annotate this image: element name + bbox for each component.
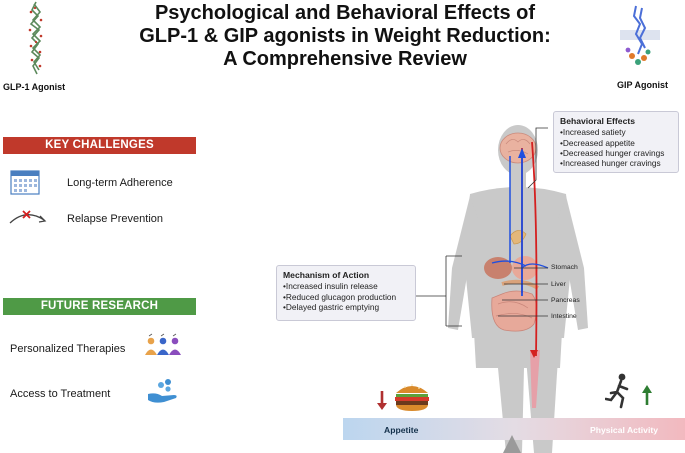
mechanism-item: Reduced glucagon production — [283, 292, 409, 302]
arrow-up-icon — [642, 385, 652, 405]
physical-activity-label: Physical Activity — [590, 425, 658, 435]
runner-icon — [605, 373, 629, 409]
fulcrum-triangle — [503, 435, 521, 453]
long-term-adherence-label: Long-term Adherence — [67, 177, 173, 189]
access-to-treatment-label: Access to Treatment — [10, 388, 111, 400]
pancreas-organ — [501, 279, 540, 290]
title-line-3: A Comprehensive Review — [223, 48, 467, 70]
people-group-icon — [145, 333, 181, 355]
future-research-banner: FUTURE RESEARCH — [3, 298, 196, 315]
relapse-prevention-label: Relapse Prevention — [67, 213, 164, 225]
figure-title: Psychological and Behavioral Effects of … — [110, 2, 580, 71]
mechanism-item: Delayed gastric emptying — [283, 302, 409, 312]
intestine-organ — [491, 290, 537, 332]
gip-molecule-icon — [620, 5, 660, 65]
behavioral-effects-box: Behavioral Effects Increased satiety Dec… — [553, 111, 679, 173]
helping-hand-icon — [148, 379, 177, 403]
calendar-icon — [10, 170, 40, 195]
burger-icon — [395, 384, 429, 411]
behavioral-effects-heading: Behavioral Effects — [560, 116, 635, 126]
balance-scale-bar — [343, 418, 685, 440]
liver-organ — [484, 257, 512, 279]
behavioral-effect-item: Increased hunger cravings — [560, 158, 672, 168]
gip-agonist-label: GIP Agonist — [617, 80, 669, 90]
mechanism-heading: Mechanism of Action — [283, 270, 370, 280]
glp1-agonist-label: GLP-1 Agonist — [3, 82, 66, 92]
glp1-molecule-icon — [28, 1, 43, 75]
personalized-therapies-label: Personalized Therapies — [10, 343, 126, 355]
behavioral-effect-item: Decreased hunger cravings — [560, 148, 672, 158]
behavioral-effect-item: Decreased appetite — [560, 138, 672, 148]
behavioral-effect-item: Increased satiety — [560, 127, 672, 137]
arrow-down-icon — [377, 391, 387, 410]
appetite-label: Appetite — [384, 425, 419, 435]
intestine-label: Intestine — [551, 313, 577, 320]
organ-pathway-diagram — [484, 132, 549, 408]
relapse-arrow-icon — [9, 210, 47, 224]
pancreas-label: Pancreas — [551, 297, 580, 304]
stomach-label: Stomach — [551, 264, 578, 271]
key-challenges-banner: KEY CHALLENGES — [3, 137, 196, 154]
title-line-1: Psychological and Behavioral Effects of — [154, 2, 536, 24]
liver-label: Liver — [551, 281, 566, 288]
mechanism-of-action-box: Mechanism of Action Increased insulin re… — [276, 265, 416, 321]
muscle-organ — [530, 350, 540, 408]
connector-lines — [416, 127, 548, 327]
mechanism-item: Increased insulin release — [283, 281, 409, 291]
title-line-2: GLP-1 & GIP agonists in Weight Reduction… — [139, 25, 551, 47]
